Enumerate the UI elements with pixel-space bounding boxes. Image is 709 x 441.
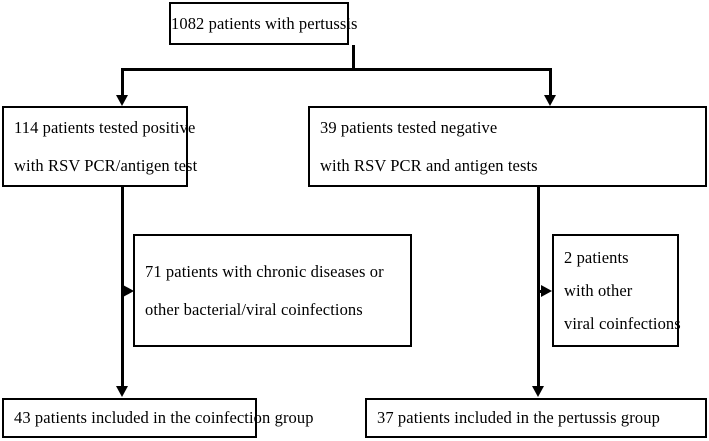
connector-top-stem [352, 45, 355, 70]
node-excluded-coinfection-arm: 71 patients with chronic diseases or oth… [133, 234, 412, 347]
connector-right-spine [537, 187, 540, 387]
arrow-down-to-pertussis-group [532, 386, 544, 397]
node-rsv-negative: 39 patients tested negative with RSV PCR… [308, 106, 707, 187]
node-rsv-positive: 114 patients tested positive with RSV PC… [2, 106, 198, 187]
arrow-down-to-coinfection-group [116, 386, 128, 397]
node-coinfection-group-line-1: 43 patients included in the coinfection … [14, 408, 314, 428]
node-total-cohort-line-1: 1082 patients with pertussis [171, 13, 358, 33]
connector-left-drop [121, 68, 124, 96]
node-total-cohort: 1082 patients with pertussis [169, 2, 358, 45]
connector-split-bar [121, 68, 552, 71]
connector-right-drop [549, 68, 552, 96]
node-pertussis-group: 37 patients included in the pertussis gr… [365, 398, 707, 438]
node-excluded-pertussis-arm-line-2: with other [564, 280, 633, 300]
node-excluded-coinfection-arm-line-2: other bacterial/viral coinfections [145, 299, 363, 319]
node-pertussis-group-line-1: 37 patients included in the pertussis gr… [377, 408, 660, 428]
node-rsv-negative-line-2: with RSV PCR and antigen tests [320, 155, 538, 175]
node-excluded-pertussis-arm-line-1: 2 patients [564, 247, 629, 267]
connector-left-spine [121, 187, 124, 387]
arrow-down-to-rsv-positive [116, 95, 128, 106]
node-excluded-coinfection-arm-line-1: 71 patients with chronic diseases or [145, 262, 384, 282]
node-rsv-negative-line-1: 39 patients tested negative [320, 118, 498, 138]
node-excluded-pertussis-arm: 2 patients with other viral coinfections [552, 234, 681, 347]
node-rsv-positive-line-2: with RSV PCR/antigen test [14, 155, 198, 175]
arrow-right-to-excluded-coinfection-arm [123, 285, 134, 297]
node-excluded-pertussis-arm-line-3: viral coinfections [564, 314, 681, 334]
arrow-right-to-excluded-pertussis-arm [541, 285, 552, 297]
arrow-down-to-rsv-negative [544, 95, 556, 106]
node-rsv-positive-line-1: 114 patients tested positive [14, 118, 196, 138]
node-coinfection-group: 43 patients included in the coinfection … [2, 398, 314, 438]
